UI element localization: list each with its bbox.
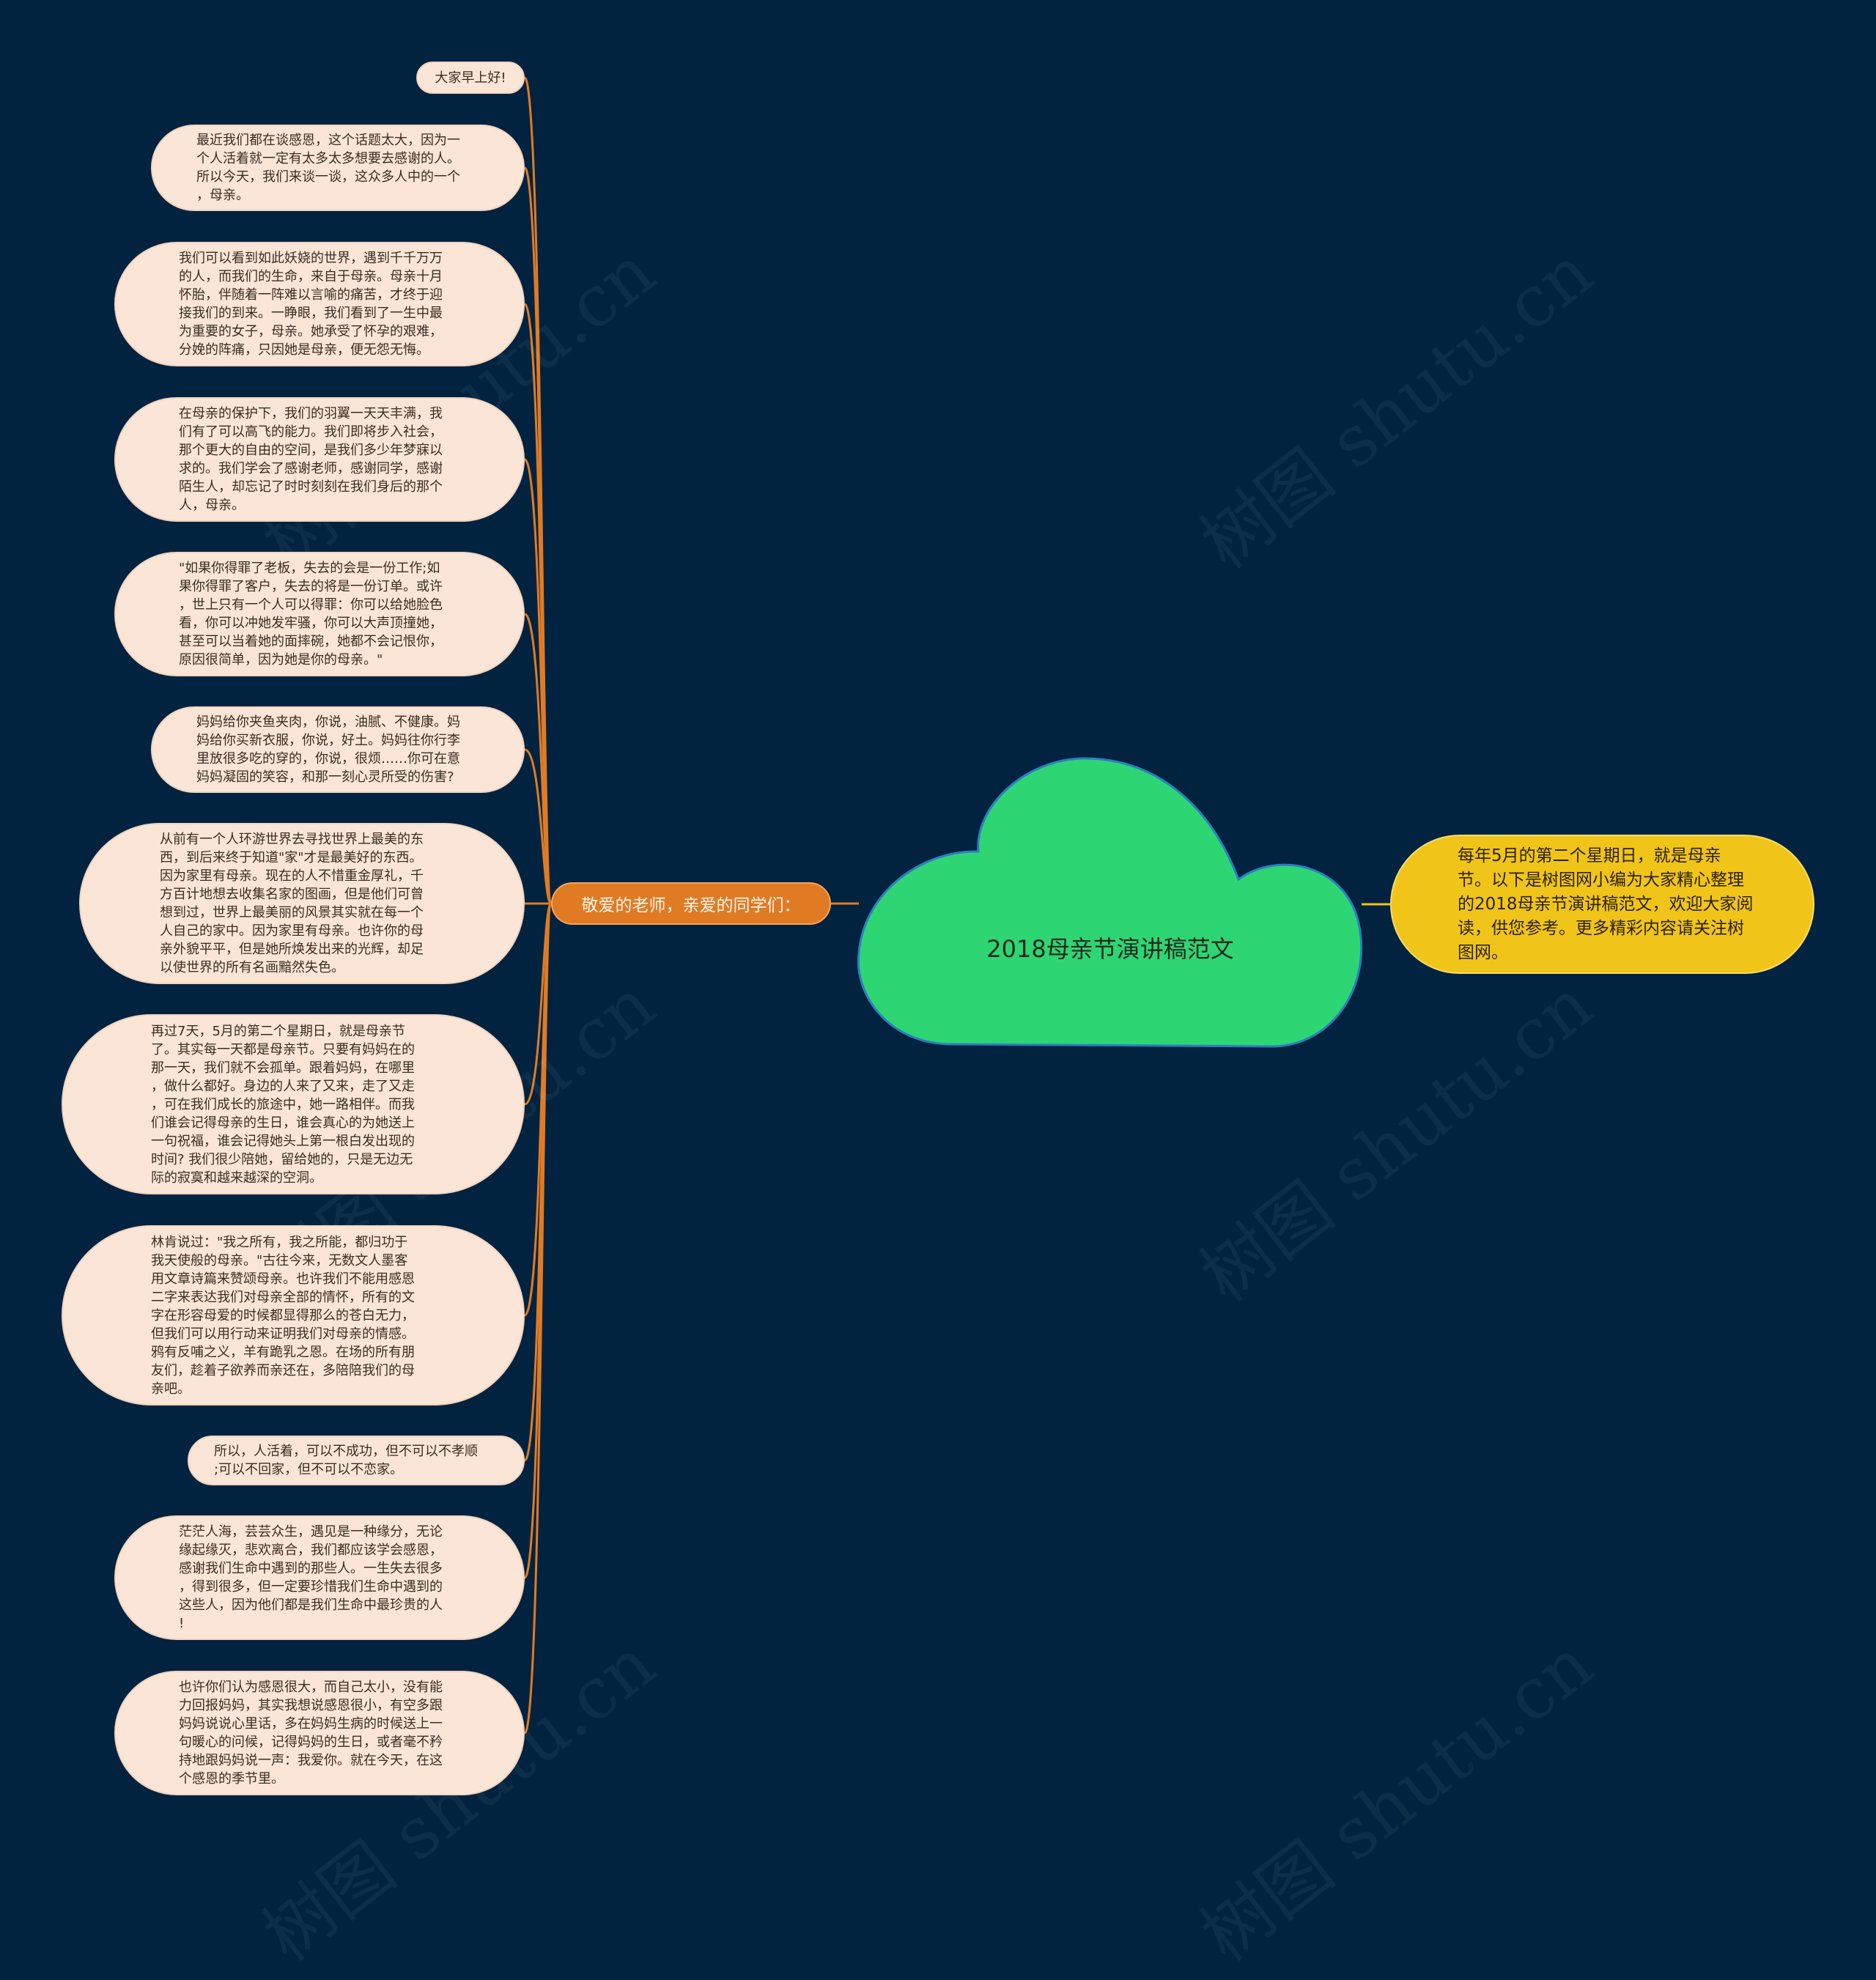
leaf-text: 最近我们都在谈感恩，这个话题太大，因为一 个人活着就一定有太多太多想要去感谢的人…	[196, 133, 460, 203]
leaf-text: 我们可以看到如此妖娆的世界，遇到千千万万 的人，而我们的生命，来自于母亲。母亲十…	[179, 251, 443, 358]
connector-lines	[523, 76, 1390, 1735]
leaf-node[interactable]: 林肯说过："我之所有，我之所能，都归功于 我天使般的母亲。"古往今来，无数文人墨…	[62, 1225, 525, 1405]
leaf-node[interactable]: 再过7天，5月的第二个星期日，就是母亲节 了。其实每一天都是母亲节。只要有妈妈在…	[62, 1014, 525, 1194]
summary-node[interactable]: 每年5月的第二个星期日，就是母亲节。以下是树图网小编为大家精心整理的2018母亲…	[1390, 835, 1814, 974]
leaf-node[interactable]: "如果你得罪了老板，失去的会是一份工作;如 果你得罪了客户，失去的将是一份订单。…	[114, 552, 525, 676]
leaf-text: 茫茫人海，芸芸众生，遇见是一种缘分，无论 缘起缘灭，悲欢离合，我们都应该学会感恩…	[179, 1524, 443, 1631]
branch-node-greeting[interactable]: 敬爱的老师，亲爱的同学们：	[551, 882, 831, 925]
leaf-node[interactable]: 所以，人活着，可以不成功，但不可以不孝顺 ;可以不回家，但不可以不恋家。	[188, 1436, 525, 1485]
center-cloud[interactable]	[857, 757, 1363, 1048]
central-topic-title[interactable]: 2018母亲节演讲稿范文	[986, 935, 1234, 963]
summary-text: 每年5月的第二个星期日，就是母亲节。以下是树图网小编为大家精心整理的2018母亲…	[1458, 846, 1754, 962]
leaf-node[interactable]: 大家早上好!	[416, 62, 525, 94]
leaf-text: 从前有一个人环游世界去寻找世界上最美的东 西，到后来终于知道"家"才是最美好的东…	[160, 832, 424, 975]
leaf-node[interactable]: 也许你们认为感恩很大，而自己太小，没有能 力回报妈妈，其实我想说感恩很小，有空多…	[114, 1671, 525, 1795]
mindmap-canvas	[523, 76, 1390, 1735]
leaf-node[interactable]: 从前有一个人环游世界去寻找世界上最美的东 西，到后来终于知道"家"才是最美好的东…	[79, 823, 525, 984]
leaf-text: 再过7天，5月的第二个星期日，就是母亲节 了。其实每一天都是母亲节。只要有妈妈在…	[151, 1023, 415, 1186]
leaf-text: 大家早上好!	[435, 70, 506, 86]
connector-line	[524, 748, 553, 905]
leaf-text: 在母亲的保护下，我们的羽翼一天天丰满，我 们有了可以高飞的能力。我们即将步入社会…	[179, 406, 443, 513]
leaf-text: "如果你得罪了老板，失去的会是一份工作;如 果你得罪了客户，失去的将是一份订单。…	[179, 561, 443, 668]
leaf-text: 所以，人活着，可以不成功，但不可以不孝顺 ;可以不回家，但不可以不恋家。	[214, 1444, 478, 1477]
leaf-node[interactable]: 妈妈给你夹鱼夹肉，你说，油腻、不健康。妈 妈给你买新衣服，你说，好土。妈妈往你行…	[151, 706, 525, 793]
leaf-node[interactable]: 我们可以看到如此妖娆的世界，遇到千千万万 的人，而我们的生命，来自于母亲。母亲十…	[114, 242, 525, 366]
leaf-node[interactable]: 在母亲的保护下，我们的羽翼一天天丰满，我 们有了可以高飞的能力。我们即将步入社会…	[114, 397, 525, 522]
leaf-text: 也许你们认为感恩很大，而自己太小，没有能 力回报妈妈，其实我想说感恩很小，有空多…	[179, 1680, 443, 1787]
connector-line	[523, 902, 553, 1735]
leaf-text: 妈妈给你夹鱼夹肉，你说，油腻、不健康。妈 妈给你买新衣服，你说，好土。妈妈往你行…	[196, 714, 460, 785]
leaf-text: 林肯说过："我之所有，我之所能，都归功于 我天使般的母亲。"古往今来，无数文人墨…	[151, 1234, 415, 1397]
leaf-node[interactable]: 茫茫人海，芸芸众生，遇见是一种缘分，无论 缘起缘灭，悲欢离合，我们都应该学会感恩…	[114, 1515, 525, 1640]
leaf-node[interactable]: 最近我们都在谈感恩，这个话题太大，因为一 个人活着就一定有太多太多想要去感谢的人…	[151, 125, 525, 211]
